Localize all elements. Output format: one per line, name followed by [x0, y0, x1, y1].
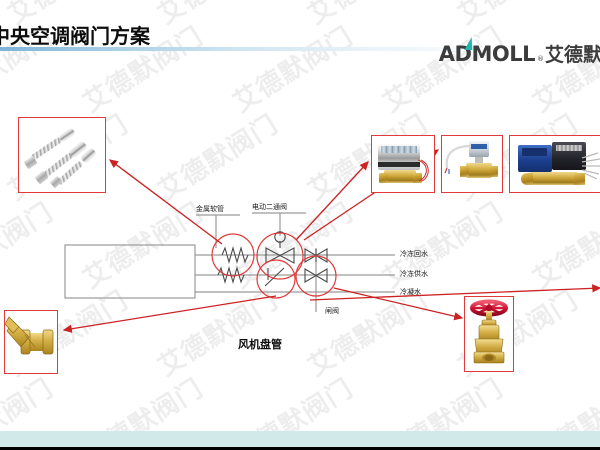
arrow-to-gatevalve-photo	[333, 287, 464, 321]
highlight-electric-valve	[256, 232, 304, 280]
arrow-to-actuator-photo	[295, 161, 369, 241]
arrow-right-edge	[309, 284, 600, 301]
brass-two-way-photo[interactable]	[441, 135, 503, 193]
schematic-piping	[64, 212, 395, 312]
callout-arrows	[62, 149, 600, 333]
highlight-gate-valve	[295, 255, 337, 297]
strainer-symbol	[264, 267, 285, 287]
diagram-caption: 风机盘管	[238, 338, 282, 351]
electric-actuator-photo[interactable]	[371, 135, 435, 193]
metal-hose-photo[interactable]	[18, 117, 106, 193]
label-gate-valve: 闸阀	[325, 307, 339, 315]
label-chilled-supply: 冷冻供水	[400, 270, 428, 278]
gate-valve-symbol-lower	[304, 268, 328, 283]
footer-rule	[0, 447, 600, 450]
label-chilled-return: 冷冻回水	[400, 250, 428, 258]
electric-two-way-valve-symbol	[265, 231, 295, 264]
flexible-hose-symbols	[217, 245, 249, 285]
logo-en-text: ADMOLL	[438, 42, 536, 66]
label-electric-two-way-valve: 电动二通阀	[252, 203, 287, 211]
highlight-metal-hose	[211, 233, 255, 277]
arrow-to-strainer-photo	[62, 295, 277, 333]
arrow-to-hose-photo	[108, 159, 223, 245]
title-underline-rule	[0, 47, 600, 51]
registered-trademark-icon: ®	[536, 55, 544, 63]
highlight-circles	[211, 232, 337, 299]
gate-valve-photo[interactable]	[464, 296, 514, 372]
blue-actuator-photo[interactable]	[509, 135, 600, 193]
metal-hose-symbol-upper	[221, 245, 249, 265]
label-metal-hose: 金属软管	[196, 205, 224, 213]
metal-hose-symbol-lower	[217, 265, 245, 285]
page-title: 中央空调阀门方案	[0, 24, 150, 48]
label-condensate: 冷凝水	[400, 288, 421, 296]
y-strainer-photo[interactable]	[4, 310, 58, 374]
logo-cn-text: 艾德默	[544, 44, 600, 66]
fan-coil-unit-box	[64, 244, 196, 299]
footer-band	[0, 431, 600, 447]
highlight-strainer	[256, 259, 296, 299]
brand-logo: ADMOLL ® 艾德默	[438, 37, 600, 67]
